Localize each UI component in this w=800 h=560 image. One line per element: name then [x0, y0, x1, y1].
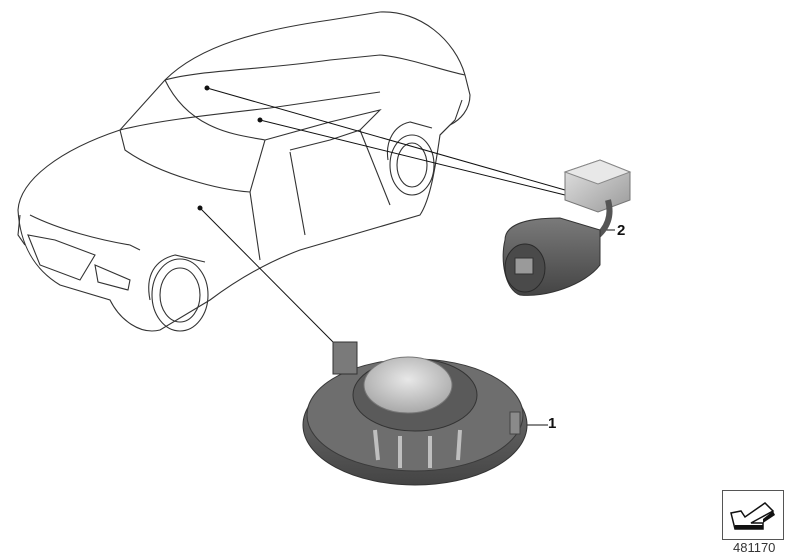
part-2-sensor-module[interactable] — [502, 159, 632, 296]
vehicle-outline — [17, 11, 471, 332]
leader-lines — [197, 85, 615, 426]
callout-1[interactable]: 1 — [548, 415, 557, 432]
back-arrow-icon[interactable] — [722, 490, 784, 540]
part-1-alarm-siren[interactable] — [302, 341, 528, 486]
figure-number: 481170 — [733, 540, 776, 555]
callout-2[interactable]: 2 — [617, 222, 626, 239]
